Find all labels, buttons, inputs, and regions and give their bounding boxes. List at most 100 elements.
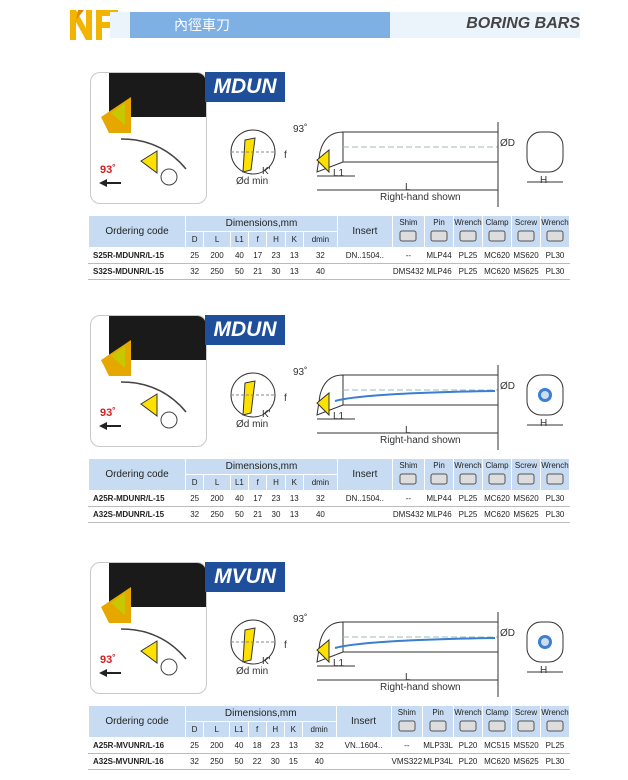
technical-drawing xyxy=(225,355,565,475)
technical-drawing xyxy=(225,112,565,232)
accessory-icon xyxy=(430,230,448,242)
acc-cell: MLP44 xyxy=(424,247,454,264)
accessory-icon xyxy=(430,473,448,485)
header-dim-1: L xyxy=(203,721,231,738)
header-dim-2: L1 xyxy=(229,474,250,491)
angle-label-red: 93˚ xyxy=(100,407,116,419)
angle-top-label: 93˚ xyxy=(293,614,308,625)
acc-cell: PL30 xyxy=(540,753,570,770)
acc-cell: -- xyxy=(390,737,424,754)
acc-cell: PL25 xyxy=(540,737,570,754)
dim-cell: 13 xyxy=(284,490,304,507)
header-acc-5: Wrench xyxy=(540,705,570,738)
acc-cell: MLP34L xyxy=(422,753,454,770)
ordering-code-cell: S32S-MDUNR/L-15 xyxy=(88,263,186,280)
dim-cell: 23 xyxy=(266,490,286,507)
acc-cell: PL25 xyxy=(453,490,483,507)
header-title-cn: 內徑車刀 xyxy=(130,12,390,38)
accessory-icon xyxy=(517,230,535,242)
dim-cell: 13 xyxy=(283,737,303,754)
header-dim-6: dmin xyxy=(302,474,338,491)
header-dim-4: H xyxy=(266,231,286,248)
angle-top-label: 93˚ xyxy=(293,367,308,378)
header-acc-2: Wrench xyxy=(453,215,483,248)
acc-cell: MS625 xyxy=(511,753,541,770)
header-acc-4: Screw xyxy=(511,215,541,248)
dim-cell: 200 xyxy=(203,490,231,507)
header-ordering-code: Ordering code xyxy=(88,458,186,491)
tool-photo xyxy=(90,315,207,447)
header-dim-0: D xyxy=(184,474,205,491)
acc-cell: -- xyxy=(391,490,426,507)
header-acc-2: Wrench xyxy=(453,458,483,491)
dim-cell: 32 xyxy=(301,737,337,754)
header-dim-4: H xyxy=(266,474,286,491)
accessory-icon xyxy=(459,473,477,485)
ordering-code-cell: S25R-MDUNR/L-15 xyxy=(88,247,186,264)
header-dim-6: dmin xyxy=(301,721,337,738)
dim-cell: 50 xyxy=(229,753,249,770)
header-dim-4: H xyxy=(265,721,285,738)
acc-cell: MLP33L xyxy=(422,737,454,754)
acc-cell: MC620 xyxy=(482,506,512,523)
header-acc-3: Clamp xyxy=(482,705,512,738)
acc-cell: PL25 xyxy=(453,506,483,523)
header-dim-5: K xyxy=(283,721,303,738)
accessory-icon xyxy=(517,473,535,485)
dim-cell: 13 xyxy=(284,263,304,280)
accessory-icon xyxy=(546,230,564,242)
header-dim-0: D xyxy=(184,231,205,248)
acc-cell: MS620 xyxy=(511,490,541,507)
k-label: K' xyxy=(262,409,271,420)
dim-cell: 21 xyxy=(248,263,268,280)
accessory-icon xyxy=(459,720,477,732)
dim-cell: 18 xyxy=(247,737,267,754)
dim-cell: 23 xyxy=(266,247,286,264)
acc-cell: MS520 xyxy=(511,737,541,754)
h-label: H xyxy=(540,175,548,186)
acc-cell: MC515 xyxy=(482,737,512,754)
header-dim-6: dmin xyxy=(302,231,338,248)
header-dim-5: K xyxy=(284,231,304,248)
phi-d-label: ØD xyxy=(500,138,515,149)
header-acc-1: Pin xyxy=(424,458,454,491)
dim-cell: 17 xyxy=(248,247,268,264)
phi-d-label: ØD xyxy=(500,381,515,392)
d-min-label: Ød min xyxy=(236,666,269,677)
dim-cell: 200 xyxy=(203,737,231,754)
header-dim-2: L1 xyxy=(229,721,249,738)
header-dim-1: L xyxy=(203,231,231,248)
logo xyxy=(68,6,128,42)
insert-cell: DN..1504.. xyxy=(336,490,393,507)
insert-cell: DN..1504.. xyxy=(336,247,393,264)
header-dim-3: f xyxy=(247,721,267,738)
d-min-label: Ød min xyxy=(236,419,269,430)
header-insert: Insert xyxy=(336,458,393,491)
header-acc-0: Shim xyxy=(390,705,424,738)
right-hand-caption: Right-hand shown xyxy=(380,192,461,203)
l-label: L xyxy=(405,182,411,193)
dim-cell: 32 xyxy=(184,263,205,280)
h-label: H xyxy=(540,665,548,676)
header-acc-4: Screw xyxy=(511,705,541,738)
accessory-icon xyxy=(429,720,447,732)
accessory-icon xyxy=(488,720,506,732)
dim-cell: 30 xyxy=(266,506,286,523)
dim-cell: 40 xyxy=(229,737,249,754)
accessory-icon xyxy=(546,473,564,485)
l-label: L xyxy=(405,425,411,436)
h-label: H xyxy=(540,418,548,429)
accessory-icon xyxy=(459,230,477,242)
angle-top-label: 93˚ xyxy=(293,124,308,135)
dim-cell: 250 xyxy=(203,506,231,523)
d-min-label: Ød min xyxy=(236,176,269,187)
dim-cell: 40 xyxy=(302,263,338,280)
acc-cell: MLP46 xyxy=(424,506,454,523)
l1-label: L1 xyxy=(333,168,345,179)
acc-cell: PL30 xyxy=(540,247,570,264)
dim-cell: 40 xyxy=(229,490,250,507)
